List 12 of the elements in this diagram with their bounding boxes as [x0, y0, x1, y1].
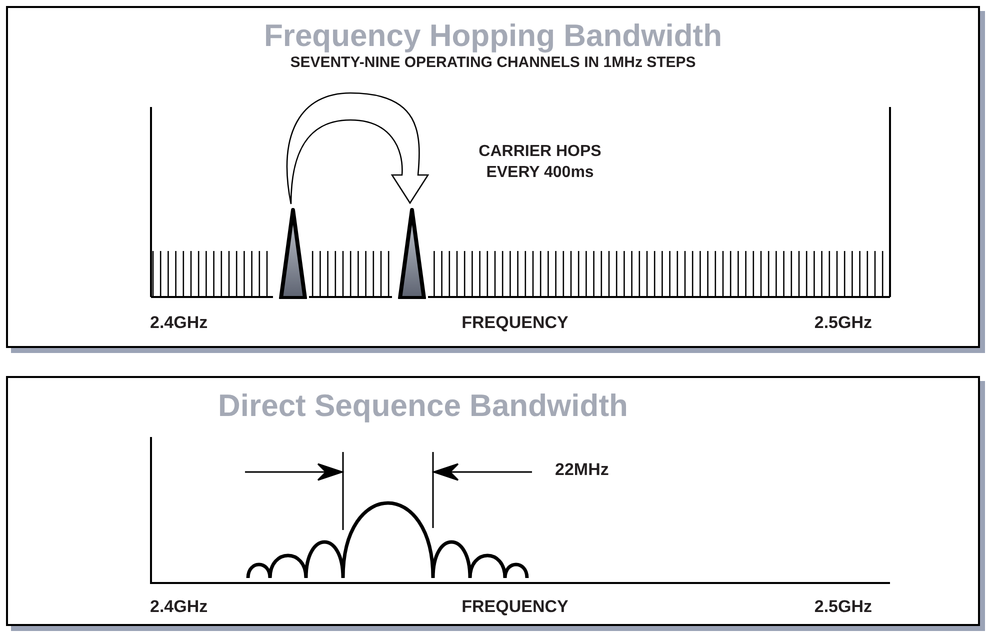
- panel-title: Direct Sequence Bandwidth: [217, 390, 629, 421]
- axis-label: 2.5GHz: [814, 314, 872, 331]
- panel-subtitle: SEVENTY-NINE OPERATING CHANNELS IN 1MHz STEPS: [289, 55, 697, 70]
- axis-label: 2.4GHz: [150, 314, 208, 331]
- axis-label: 2.5GHz: [814, 598, 872, 615]
- hop-arrow: [286, 92, 429, 205]
- annotation-text: CARRIER HOPS EVERY 400ms: [478, 142, 602, 183]
- axis-label: 2.4GHz: [150, 598, 208, 615]
- axis-label: FREQUENCY: [462, 598, 568, 615]
- panel-title: Frequency Hopping Bandwidth: [262, 20, 724, 51]
- axis-label: FREQUENCY: [462, 314, 568, 331]
- dimension-label: 22MHz: [555, 461, 609, 478]
